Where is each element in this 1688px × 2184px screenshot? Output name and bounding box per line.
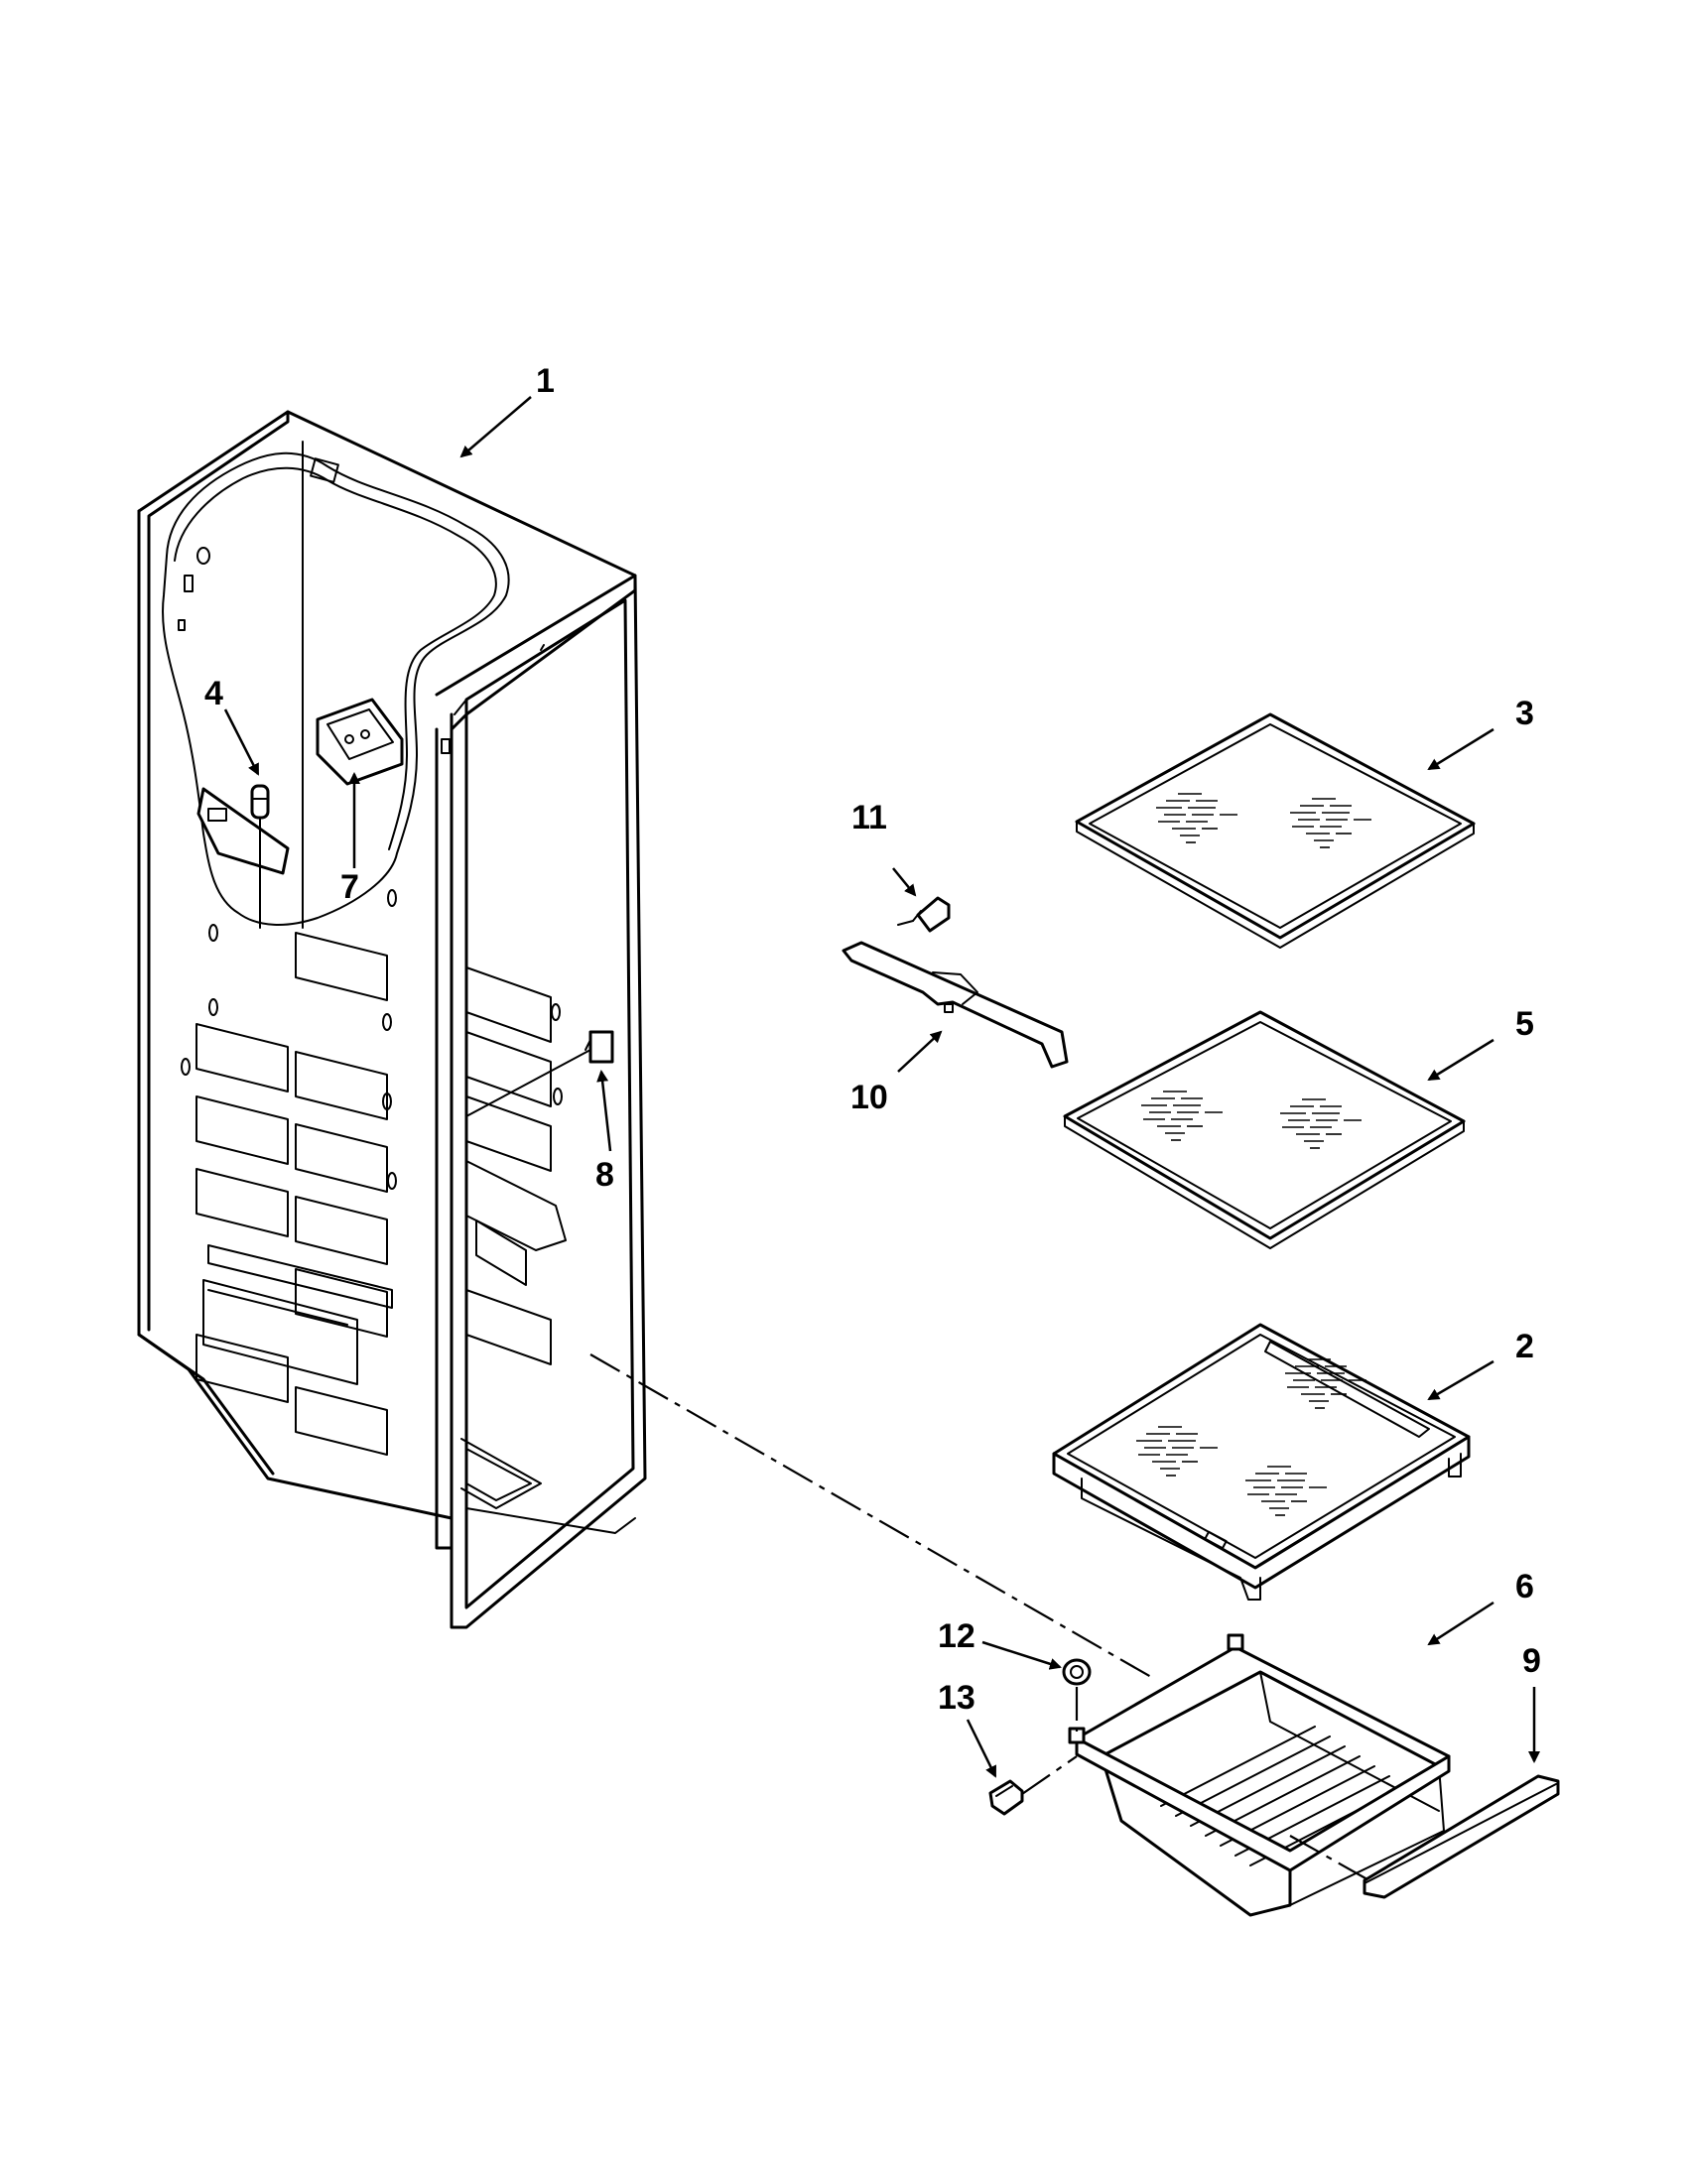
leader-8 — [596, 1070, 612, 1152]
shelf-rail-10 — [842, 941, 1069, 1069]
callout-13: 13 — [938, 1679, 975, 1717]
callout-5: 5 — [1515, 1005, 1534, 1043]
callout-1: 1 — [536, 362, 555, 400]
framed-shelf-2 — [1052, 1323, 1471, 1601]
callout-4: 4 — [204, 675, 223, 712]
callout-8: 8 — [595, 1156, 614, 1194]
screw-11 — [897, 896, 951, 933]
callout-6: 6 — [1515, 1568, 1534, 1606]
callout-12: 12 — [938, 1617, 975, 1655]
leader-10 — [897, 1030, 943, 1073]
leader-5 — [1427, 1038, 1494, 1082]
stud-13 — [988, 1755, 1078, 1816]
leader-13 — [966, 1719, 997, 1778]
light-housing — [316, 698, 404, 786]
leader-2 — [1427, 1359, 1494, 1401]
leader-3 — [1427, 727, 1494, 771]
callout-3: 3 — [1515, 695, 1534, 732]
callout-9: 9 — [1522, 1642, 1541, 1680]
callout-10: 10 — [850, 1079, 888, 1116]
leader-11 — [892, 867, 917, 897]
glass-shelf-5 — [1063, 1010, 1466, 1249]
light-switch — [465, 1030, 614, 1117]
callout-11: 11 — [851, 799, 887, 836]
freezer-liner — [137, 410, 647, 1629]
leader-1 — [459, 396, 532, 458]
trim-strip-9 — [1289, 1774, 1560, 1899]
install-line — [589, 1353, 1152, 1678]
sensor-probe — [250, 784, 270, 929]
glass-shelf-3 — [1075, 712, 1476, 949]
leader-6 — [1427, 1601, 1494, 1646]
callout-2: 2 — [1515, 1328, 1534, 1365]
callout-7: 7 — [340, 868, 359, 906]
leader-4 — [223, 708, 260, 776]
leader-12 — [981, 1640, 1062, 1670]
roller-12 — [1062, 1658, 1092, 1732]
crisper-drawer-6 — [1068, 1633, 1451, 1917]
